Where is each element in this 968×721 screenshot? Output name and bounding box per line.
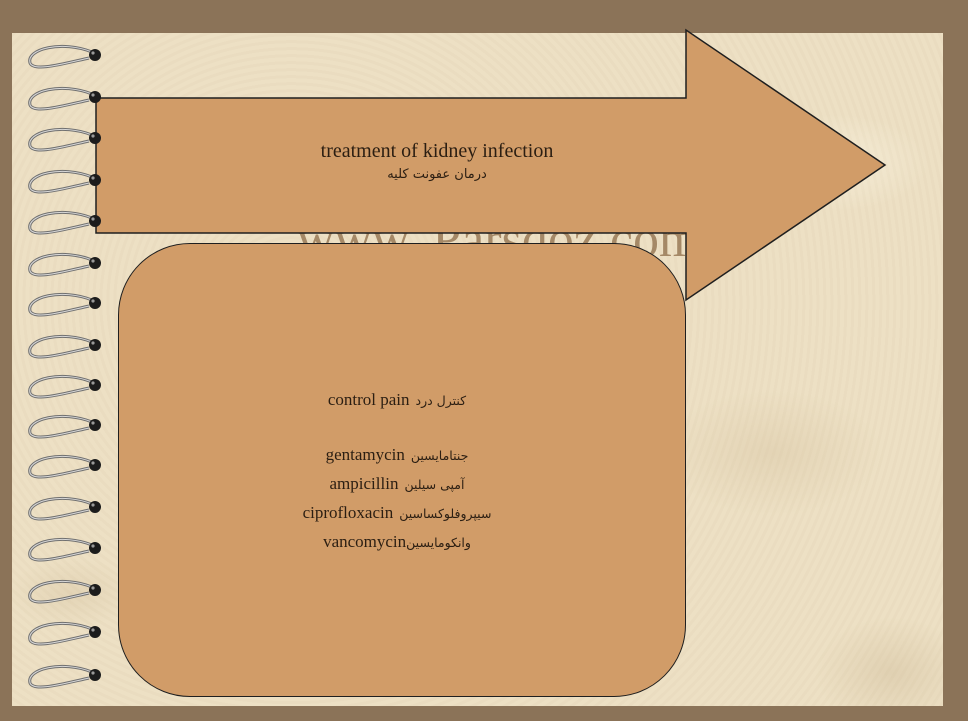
spiral-binding xyxy=(28,44,101,689)
binding-hole xyxy=(89,584,101,596)
spiral-ring-icon xyxy=(28,579,101,604)
binding-hole xyxy=(89,379,101,391)
spiral-ring-icon xyxy=(28,374,101,399)
spiral-ring-icon xyxy=(28,496,101,521)
drug-name-persian: آمپی سیلین xyxy=(404,476,465,492)
spiral-ring-icon xyxy=(28,210,101,235)
binding-hole xyxy=(89,174,101,186)
binding-hole xyxy=(89,626,101,638)
spiral-ring-icon xyxy=(28,252,101,277)
spiral-ring-icon xyxy=(28,169,101,194)
spiral-ring-icon xyxy=(28,127,101,152)
arrow-label: treatment of kidney infection درمان عفون… xyxy=(237,138,637,186)
drug-item: vancomycin وانکومایسین xyxy=(323,527,471,556)
spiral-ring-icon xyxy=(28,664,101,689)
binding-hole xyxy=(89,542,101,554)
arrow-title-persian: درمان عفونت کلیه xyxy=(387,167,487,182)
binding-hole xyxy=(89,257,101,269)
drug-name-english: vancomycin xyxy=(323,531,407,551)
spiral-ring-icon xyxy=(28,86,101,111)
binding-hole xyxy=(89,419,101,431)
drug-name-english: ciprofloxacin xyxy=(302,502,394,522)
spiral-ring-icon xyxy=(28,454,101,479)
binding-hole xyxy=(89,501,101,513)
spiral-ring-icon xyxy=(28,621,101,646)
drug-name-english: ampicillin xyxy=(329,473,399,493)
binding-hole xyxy=(89,91,101,103)
drug-item: gentamycin جنتامایسین xyxy=(326,440,469,469)
spiral-ring-icon xyxy=(28,334,101,359)
spiral-ring-icon xyxy=(28,44,101,69)
binding-hole xyxy=(89,49,101,61)
arrow-title-english: treatment of kidney infection xyxy=(320,140,554,162)
drug-name-persian: سیپروفلوکساسین xyxy=(399,505,492,521)
binding-hole xyxy=(89,459,101,471)
binding-hole xyxy=(89,215,101,227)
drug-item: ciprofloxacin سیپروفلوکساسین xyxy=(303,498,492,527)
drug-name-english: gentamycin xyxy=(325,444,405,464)
spiral-ring-icon xyxy=(28,414,101,439)
binding-hole xyxy=(89,669,101,681)
heading-persian: کنترل درد xyxy=(415,392,467,408)
right-arrow-icon xyxy=(95,28,887,302)
binding-hole xyxy=(89,339,101,351)
spiral-ring-icon xyxy=(28,292,101,317)
heading-english: control pain xyxy=(327,389,410,409)
drug-name-persian: جنتامایسین xyxy=(410,447,469,463)
treatment-box: control pain کنترل درد gentamycin جنتاما… xyxy=(118,243,686,697)
binding-hole xyxy=(89,297,101,309)
binding-hole xyxy=(89,132,101,144)
box-heading: control pain کنترل درد xyxy=(328,385,466,414)
drug-name-persian: وانکومایسین xyxy=(406,534,471,550)
drug-item: ampicillin آمپی سیلین xyxy=(330,469,465,498)
spiral-ring-icon xyxy=(28,537,101,562)
